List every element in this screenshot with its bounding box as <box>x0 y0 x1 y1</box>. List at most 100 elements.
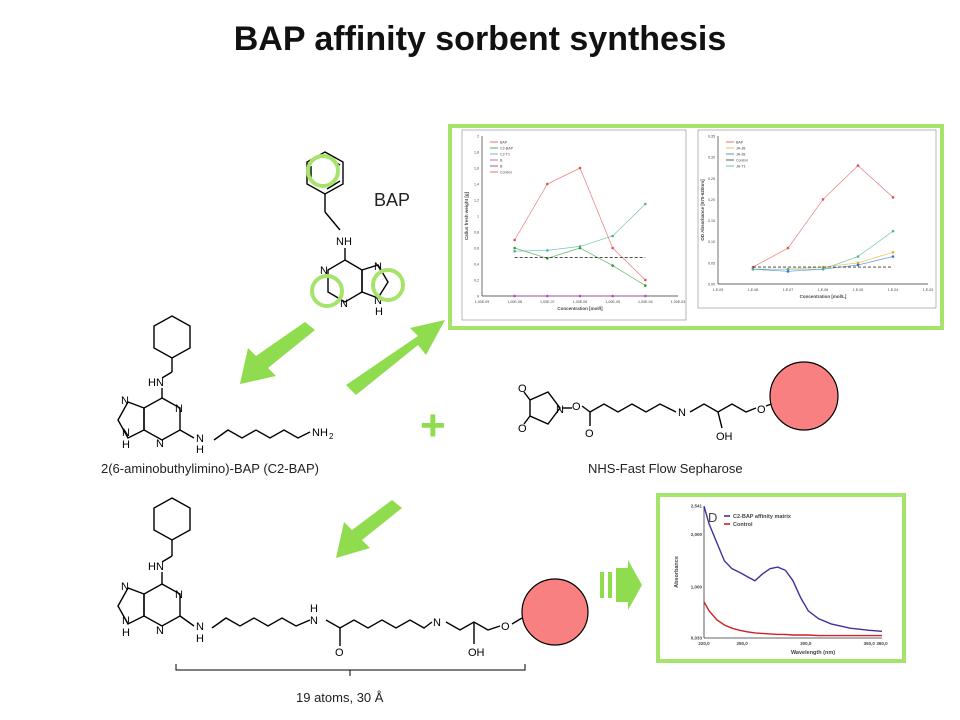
data-point <box>786 267 790 271</box>
data-point <box>821 198 825 201</box>
data-point <box>644 278 647 282</box>
spectrum-panel-border <box>656 493 906 663</box>
spectrum-curve <box>703 601 882 637</box>
data-point <box>546 249 549 252</box>
data-point <box>856 263 860 267</box>
y-tick-label: 1,4 <box>474 183 479 187</box>
y-tick-label: 0,30 <box>708 156 715 160</box>
nhs-o2-label: O <box>518 423 527 435</box>
c2bap-h-link-label: H <box>196 444 204 456</box>
x-tick-label: 1,E-03 <box>923 288 934 292</box>
c2bap-nh2-sub: 2 <box>329 432 334 441</box>
data-point <box>856 164 860 167</box>
y-tick-label: 1 <box>477 215 479 219</box>
data-point <box>856 255 860 258</box>
data-point <box>513 238 516 242</box>
product-hn-label: HN <box>148 561 164 573</box>
y-tick-label: 0,033 <box>691 636 703 641</box>
nhs-n-label: N <box>556 404 564 416</box>
x-tick-label: 1,00E-03 <box>671 300 686 304</box>
y-tick-label: 0 <box>477 295 479 299</box>
y-tick-label: 0,35 <box>708 135 715 139</box>
data-point <box>546 294 549 298</box>
y-tick-label: 2 <box>477 135 479 139</box>
y-axis-label: Absorbance <box>674 556 680 588</box>
y-tick-label: 0,10 <box>708 240 715 244</box>
data-point <box>856 261 860 265</box>
product-n3-label: N <box>156 625 164 637</box>
c2bap-h9-label: H <box>122 439 130 451</box>
y-tick-label: 0,6 <box>474 247 479 251</box>
data-point <box>644 284 647 287</box>
legend-entry: C2-T1 <box>500 152 510 156</box>
data-point <box>786 246 790 250</box>
data-point <box>891 255 895 258</box>
chart-frame <box>697 129 937 309</box>
product-n2-label: N <box>175 589 183 601</box>
data-point <box>611 246 614 250</box>
product-amide-n-label: N <box>310 615 318 627</box>
x-tick-label: 1,00E-06 <box>573 300 588 304</box>
x-tick-label: 300,0 <box>800 641 812 646</box>
nhs-o3-label: O <box>572 401 581 413</box>
x-tick-label: 1,00E-09 <box>475 300 490 304</box>
y-tick-label: 0,15 <box>708 219 715 223</box>
product-o2-label: O <box>501 621 510 633</box>
product-o-label: O <box>335 647 344 659</box>
bap-n3-label: N <box>340 298 348 310</box>
y-tick-label: 0,2 <box>474 279 479 283</box>
spacer-bracket <box>175 664 526 676</box>
product-oh-label: OH <box>468 647 485 659</box>
product-nh-link-label: N <box>196 621 204 633</box>
legend-entry: BAP <box>500 140 508 144</box>
y-tick-label: 0,20 <box>708 198 715 202</box>
c2bap-label: 2(6-aminobuthylimino)-BAP (C2-BAP) <box>101 461 319 476</box>
spacer-length-label: 19 atoms, 30 Å <box>296 690 384 705</box>
nhs-oh-label: OH <box>716 431 733 443</box>
legend-entry: JA-38 <box>736 146 745 150</box>
data-point <box>578 294 582 298</box>
data-point <box>751 267 755 271</box>
spectrum-curve <box>703 505 883 633</box>
product-n9-label: N <box>122 615 130 627</box>
x-tick-label: 1,E-08 <box>748 288 759 292</box>
highlight-circle-para <box>306 154 340 188</box>
product-amide-h-label: H <box>310 603 318 615</box>
affinity-matrix-molecule <box>117 497 523 646</box>
data-point <box>611 234 614 238</box>
data-point <box>891 196 895 199</box>
x-tick-label: 220,0 <box>698 641 710 646</box>
data-point <box>786 270 790 273</box>
data-point <box>546 182 549 186</box>
product-n1-label: N <box>121 581 129 593</box>
nhs-o4-label: O <box>585 428 594 440</box>
c2bap-molecule <box>117 315 311 441</box>
sepharose-bead-1 <box>769 361 839 431</box>
x-tick-label: 1,00E-04 <box>638 300 653 304</box>
data-point <box>611 264 614 267</box>
data-point <box>578 245 582 248</box>
bap-n1-label: N <box>320 265 328 277</box>
x-tick-label: 1,00E-07 <box>540 300 555 304</box>
legend-entry: JA-T1 <box>736 164 746 168</box>
legend-entry: B <box>500 164 503 168</box>
legend-entry: JA-38 <box>736 152 745 156</box>
x-tick-label: 1,E-05 <box>853 288 864 292</box>
c2bap-n3-label: N <box>156 438 164 450</box>
y-tick-label: 0,8 <box>474 231 479 235</box>
bap-purine-ring <box>327 259 363 303</box>
sepharose-bead-2 <box>521 578 589 646</box>
c2bap-n9-label: N <box>122 427 130 439</box>
product-h-link-label: H <box>196 633 204 645</box>
slide-title: BAP affinity sorbent synthesis <box>233 20 727 58</box>
arrow-right <box>600 560 642 610</box>
y-tick-label: 0,25 <box>708 177 715 181</box>
c2bap-hn-label: HN <box>148 377 164 389</box>
y-tick-label: 0,4 <box>474 263 479 267</box>
data-point <box>513 294 516 298</box>
product-n-label: N <box>433 617 441 629</box>
y-tick-label: 0,05 <box>708 261 715 265</box>
panel-letter: D <box>708 510 717 525</box>
